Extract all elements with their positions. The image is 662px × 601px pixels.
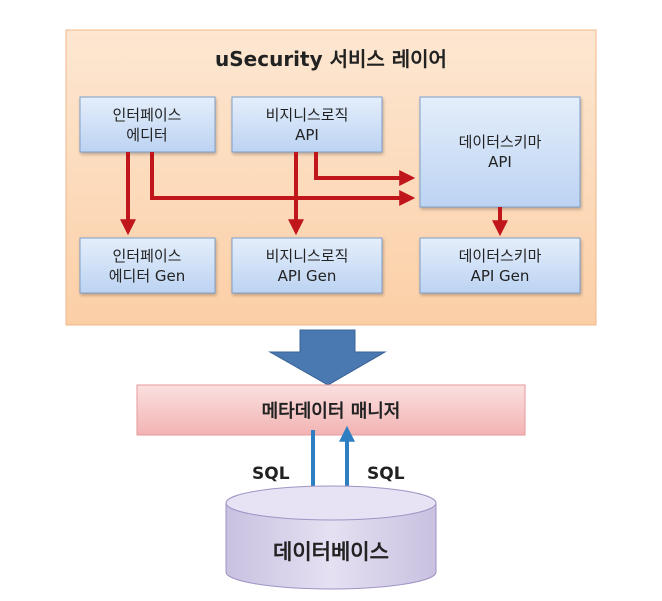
data-schema-gen-box (419, 237, 581, 294)
interface-editor-gen-label-1: 인터페이스 (112, 247, 181, 265)
interface-editor-gen-box (79, 237, 216, 294)
data-schema-label-1: 데이터스키마 (459, 133, 542, 151)
interface-editor-gen-label-2: 에디터 Gen (109, 267, 186, 285)
arrow-interface-editor-to-data-schema (150, 152, 416, 206)
business-logic-label-1: 비지니스로직 (266, 106, 349, 124)
business-logic-label-2: API (295, 126, 319, 144)
sql-down-label: SQL (252, 464, 290, 484)
business-logic-gen-label-1: 비지니스로직 (266, 247, 349, 265)
sql-up-label: SQL (367, 464, 405, 484)
database-cylinder (225, 485, 437, 590)
data-schema-box (419, 96, 581, 208)
data-schema-gen-label-2: API Gen (471, 267, 530, 285)
metadata-manager-box (136, 384, 526, 436)
metadata-manager-label: 메타데이터 매니저 (262, 401, 401, 422)
service-layer-title: uSecurity 서비스 레이어 (215, 47, 447, 71)
interface-editor-box (79, 96, 216, 153)
business-logic-gen-box (231, 237, 383, 294)
business-logic-box (231, 96, 383, 153)
database-label: 데이터베이스 (273, 540, 389, 564)
layer-to-manager-arrow (268, 329, 387, 386)
arrow-business-logic-to-data-schema (314, 152, 416, 186)
data-schema-label-2: API (488, 153, 512, 171)
data-schema-gen-label-1: 데이터스키마 (459, 247, 542, 265)
interface-editor-label-2: 에디터 (126, 126, 167, 144)
interface-editor-label-1: 인터페이스 (112, 106, 181, 124)
business-logic-gen-label-2: API Gen (278, 267, 337, 285)
